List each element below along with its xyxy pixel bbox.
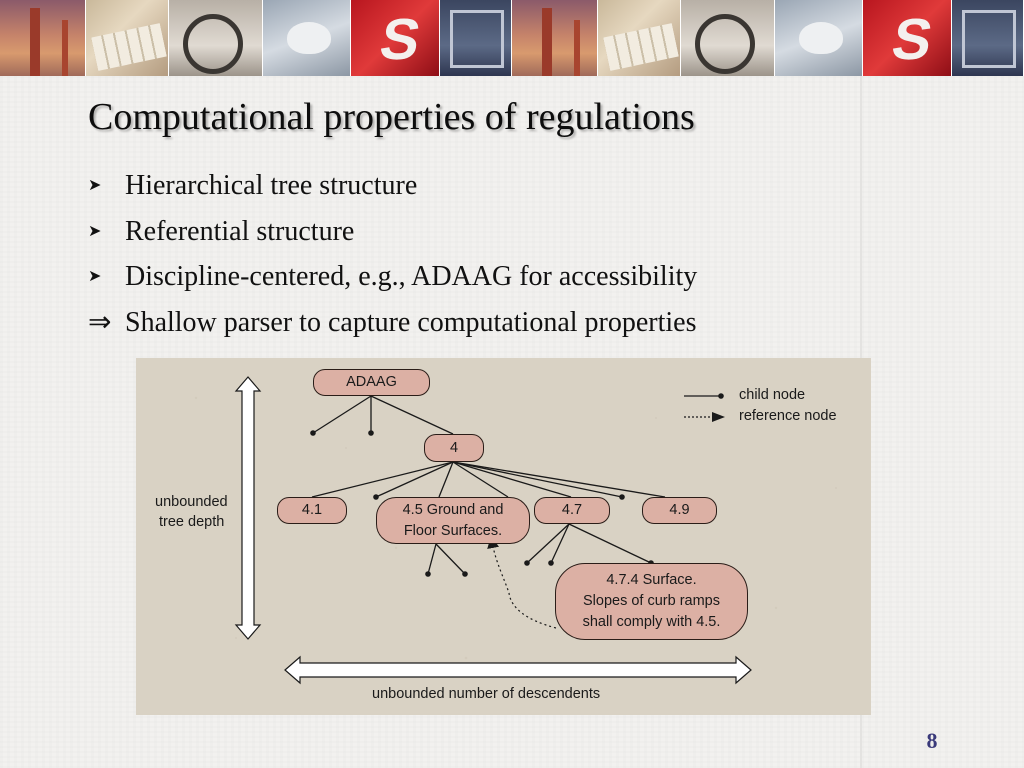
- implies-arrow-icon: ⇒: [88, 306, 112, 338]
- node-label: 4.7.4 Surface.: [606, 572, 697, 588]
- window-photo-icon: [952, 0, 1024, 76]
- node-label: ADAAG: [346, 374, 397, 390]
- arrowhead-bullet-icon: ➤: [88, 222, 102, 240]
- window-photo-icon: [440, 0, 512, 76]
- tree-diagram: ADAAG 4 4.1 4.5 Ground and Floor Surface…: [136, 358, 871, 715]
- node-label: 4: [449, 439, 459, 456]
- node-label: shall comply with 4.5.: [582, 614, 721, 630]
- breadth-label: unbounded number of descendents: [372, 686, 601, 702]
- bullet-text: Shallow parser to capture computational …: [125, 306, 697, 338]
- photo-banner: [0, 0, 1024, 76]
- node-subsection: 4.1: [277, 497, 347, 524]
- depth-label: unbounded: [155, 494, 228, 510]
- node-label: 4.9: [669, 502, 690, 518]
- mouse-photo-icon: [263, 0, 351, 76]
- node-clause: 4.7.4 Surface. Slopes of curb ramps shal…: [555, 563, 748, 640]
- logo-photo-icon: [863, 0, 952, 76]
- node-label: Slopes of curb ramps: [582, 593, 720, 609]
- node-label: Floor Surfaces.: [403, 522, 503, 539]
- legend-child-label: child node: [739, 387, 806, 403]
- child-edges: [311, 395, 666, 575]
- node-label: 4.1: [301, 502, 323, 518]
- node-subsection-ground: 4.5 Ground and Floor Surfaces.: [376, 497, 530, 544]
- bullet-text: Referential structure: [125, 215, 355, 247]
- depth-double-arrow-icon: [234, 376, 262, 640]
- reference-arrow: [487, 536, 557, 629]
- bridge-photo-icon: [512, 0, 598, 76]
- wheelchair-photo-icon: [681, 0, 775, 76]
- bullet-text: Hierarchical tree structure: [125, 170, 418, 201]
- legend-child-dot-icon: [718, 393, 724, 399]
- bridge-photo-icon: [0, 0, 86, 76]
- depth-label: tree depth: [159, 514, 225, 530]
- node-subsection: 4.9: [642, 497, 717, 524]
- mouse-photo-icon: [775, 0, 863, 76]
- slide-title: Computational properties of regulations: [88, 96, 695, 138]
- keyboard-photo-icon: [598, 0, 681, 76]
- node-subsection-curb: 4.7: [534, 497, 610, 524]
- node-label: 4.5 Ground and: [402, 501, 504, 518]
- breadth-double-arrow-icon: [284, 655, 752, 685]
- node-label: 4.7: [561, 502, 583, 518]
- keyboard-photo-icon: [86, 0, 169, 76]
- legend-reference-arrow-icon: [712, 412, 725, 422]
- node-section: 4: [424, 434, 484, 462]
- bullet-text: Discipline-centered, e.g., ADAAG for acc…: [125, 261, 698, 292]
- arrowhead-bullet-icon: ➤: [88, 268, 102, 285]
- logo-photo-icon: [351, 0, 440, 76]
- page-number: 8: [926, 728, 938, 753]
- legend-reference-label: reference node: [739, 408, 837, 424]
- arrowhead-bullet-icon: ➤: [88, 177, 102, 194]
- node-root: ADAAG: [313, 369, 430, 396]
- wheelchair-photo-icon: [169, 0, 263, 76]
